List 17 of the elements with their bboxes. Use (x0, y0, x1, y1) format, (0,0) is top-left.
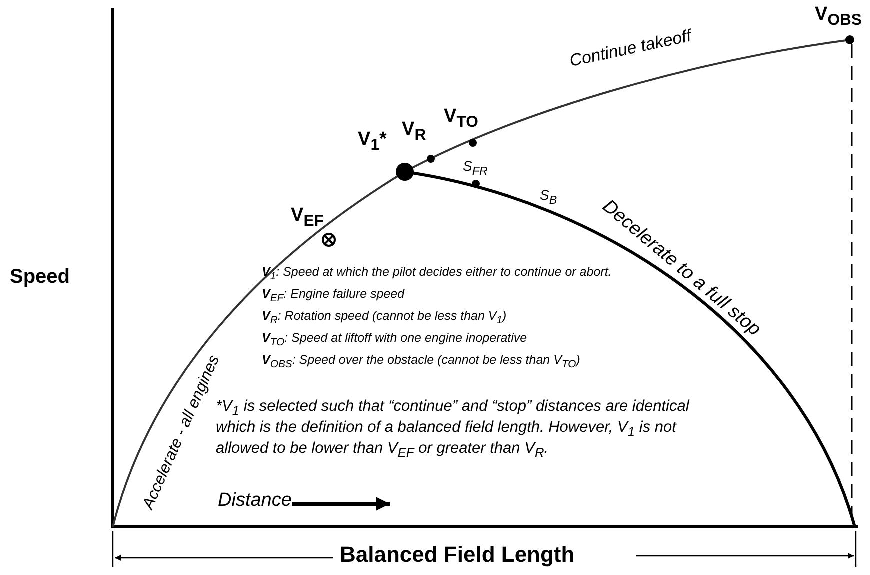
axis-label: Speed (10, 266, 70, 289)
axis-label: Balanced Field Length (340, 542, 575, 568)
definition-text: V$_{1}$: Speed at which the pilot decides either to continue or abort. (262, 265, 612, 284)
curve-label: Continue takeoff (568, 26, 694, 72)
point-label: V$_{OBS}$ (815, 4, 862, 30)
point-label: S$_{B}$ (540, 187, 558, 208)
point-label: V$_{EF}$ (291, 205, 324, 231)
point-label: V$_{1}$* (358, 129, 387, 155)
definition-text: V$_{EF}$: Engine failure speed (262, 287, 405, 306)
point-label: S$_{FR}$ (463, 158, 488, 178)
axis-label: Distance (218, 490, 292, 512)
footnote-text: *V$_{1}$ is selected such that “continue” and “stop” distances are identical which is the definition of a balanced field length. However, V$_{1}$ is not allowed to be lower than V$_{EF}$ or greater than V$_{R}$. (216, 398, 691, 461)
point-label: V$_{R}$ (402, 119, 426, 145)
point-label: V$_{TO}$ (444, 106, 478, 132)
definition-text: V$_{R}$: Rotation speed (cannot be less than V$_{1}$) (262, 309, 507, 328)
definition-text: V$_{TO}$: Speed at liftoff with one engine inoperative (262, 331, 528, 350)
definition-text: V$_{OBS}$: Speed over the obstacle (cannot be less than V$_{TO}$) (262, 353, 580, 372)
